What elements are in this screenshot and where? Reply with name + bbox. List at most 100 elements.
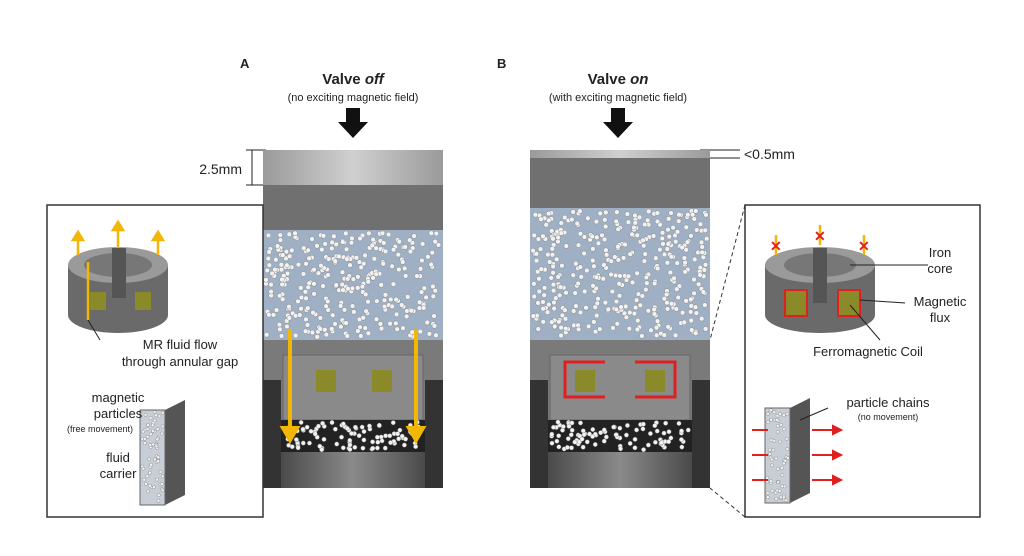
particle	[653, 255, 659, 261]
particle	[375, 439, 381, 445]
particle	[277, 232, 283, 238]
particle	[682, 260, 688, 266]
particle	[402, 265, 408, 272]
particle	[298, 294, 305, 301]
particle	[700, 254, 706, 260]
particle	[314, 243, 320, 249]
particle	[536, 288, 542, 295]
particle	[277, 237, 284, 243]
particle	[668, 210, 674, 216]
particle	[365, 330, 371, 336]
particle	[661, 332, 667, 338]
particle	[359, 424, 365, 430]
particle	[577, 231, 584, 237]
particle	[421, 305, 427, 311]
particle	[571, 308, 577, 314]
particle	[685, 427, 691, 433]
particle	[664, 306, 671, 312]
particle	[604, 252, 610, 258]
particle	[700, 289, 706, 295]
particle	[388, 296, 394, 303]
particle	[537, 246, 544, 252]
particle	[340, 287, 346, 293]
particle	[350, 276, 356, 282]
particle	[582, 288, 588, 295]
particle	[419, 257, 425, 264]
particle	[632, 445, 638, 451]
particle	[644, 280, 650, 286]
valve-b-outlet-particles	[549, 419, 691, 453]
particle	[551, 305, 557, 312]
particle	[569, 445, 574, 451]
svg-text:✕: ✕	[858, 238, 870, 254]
particle	[679, 310, 686, 316]
particle	[363, 291, 369, 297]
particle	[352, 424, 358, 430]
particle	[375, 445, 380, 451]
particle	[544, 309, 551, 315]
particle	[769, 438, 774, 442]
particle	[156, 459, 161, 463]
particle	[642, 251, 648, 257]
particle	[782, 413, 786, 417]
particle	[691, 216, 697, 222]
particle	[347, 437, 353, 443]
particle	[655, 265, 661, 272]
particle	[317, 443, 323, 449]
valve-b-core-inner	[549, 354, 691, 421]
particle	[348, 240, 355, 246]
particle	[780, 484, 785, 489]
particle	[768, 408, 773, 413]
particle	[317, 326, 323, 332]
particle	[380, 261, 386, 267]
particle	[424, 319, 430, 326]
particle	[549, 246, 555, 252]
panel-a-subtitle: (no exciting magnetic field)	[288, 92, 419, 104]
particle	[784, 437, 789, 441]
particle	[390, 247, 397, 253]
particle	[618, 446, 623, 452]
particle	[370, 236, 376, 243]
particle	[301, 245, 307, 251]
particle	[153, 457, 157, 462]
particle	[533, 251, 540, 257]
particle	[551, 424, 556, 430]
particle	[355, 328, 361, 334]
particle	[629, 279, 636, 285]
particles-note: (free movement)	[67, 424, 133, 434]
leader-line	[859, 299, 906, 304]
particle	[157, 414, 162, 419]
particle	[591, 263, 597, 269]
particle	[782, 427, 786, 432]
particle	[782, 495, 786, 500]
particle	[425, 254, 431, 260]
particle	[300, 271, 307, 277]
particle	[773, 490, 778, 495]
particle	[158, 470, 163, 474]
particle	[311, 267, 317, 273]
particle	[625, 273, 632, 279]
particle	[632, 304, 639, 311]
carrier-label-line2: carrier	[100, 466, 138, 481]
particle	[615, 257, 622, 263]
particle	[356, 433, 362, 439]
particle	[626, 326, 632, 332]
particle	[160, 411, 165, 415]
particle	[272, 266, 278, 273]
particle	[343, 246, 350, 252]
particle	[634, 326, 640, 333]
particle	[141, 466, 146, 471]
particle	[399, 433, 405, 439]
particle	[609, 288, 615, 295]
particle	[563, 243, 569, 249]
particle	[688, 296, 694, 303]
particle	[279, 276, 285, 283]
particle	[648, 431, 653, 436]
particle	[554, 256, 560, 262]
particle	[305, 247, 311, 253]
particle	[156, 493, 161, 498]
valve-a-top-cap	[263, 150, 443, 185]
particle	[603, 209, 609, 216]
particle	[401, 442, 407, 448]
particle	[702, 326, 709, 332]
